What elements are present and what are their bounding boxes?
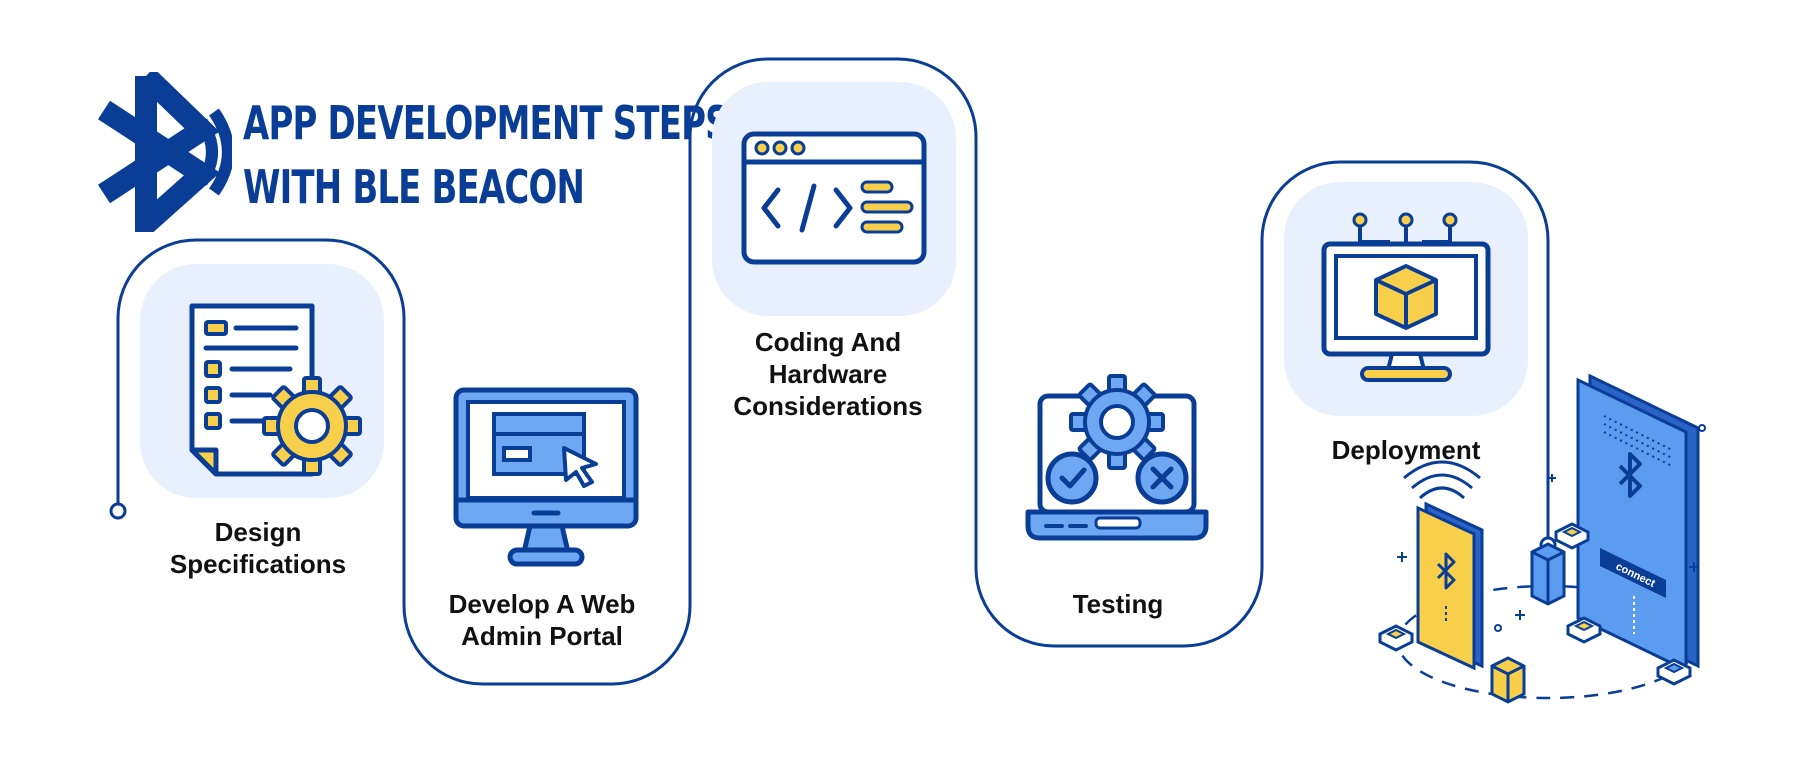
- page-title-line-1: APP DEVELOPMENT STEPS: [243, 96, 730, 150]
- beacon-chip-right: [1656, 658, 1692, 686]
- beacon-bottom: [1490, 656, 1526, 704]
- beacon-center: [1530, 542, 1566, 606]
- step-3-icon-tile: [712, 82, 956, 316]
- step-3-label: Coding And Hardware Considerations: [733, 327, 923, 421]
- step-5-label: Deployment: [1331, 435, 1481, 465]
- page-title-line-2: WITH BLE BEACON: [243, 160, 585, 214]
- ble-phones-illustration: connect: [1378, 373, 1706, 704]
- small-phone: [1416, 501, 1484, 671]
- monitor-cursor-icon: [453, 387, 639, 567]
- bluetooth-signal-icon: [97, 72, 232, 232]
- monitor-cube-icon: [1321, 212, 1491, 382]
- beacon-chip-left: [1378, 624, 1414, 652]
- sparkle-decorations: [1397, 424, 1706, 632]
- code-window-icon: [741, 131, 927, 265]
- large-phone: connect: [1576, 373, 1700, 673]
- step-4-label: Testing: [1072, 589, 1164, 619]
- step-1-icon-tile: [140, 264, 384, 498]
- step-1-label: Design Specifications: [169, 517, 347, 579]
- beacon-chip-mid: [1566, 616, 1602, 644]
- path-start-dot: [109, 502, 127, 520]
- beacon-chip-top: [1554, 522, 1590, 550]
- step-5-icon-tile: [1284, 182, 1528, 416]
- laptop-gear-check-icon: [1025, 374, 1209, 541]
- document-gear-icon: [189, 303, 362, 477]
- step-2-label: Develop A Web Admin Portal: [448, 589, 636, 651]
